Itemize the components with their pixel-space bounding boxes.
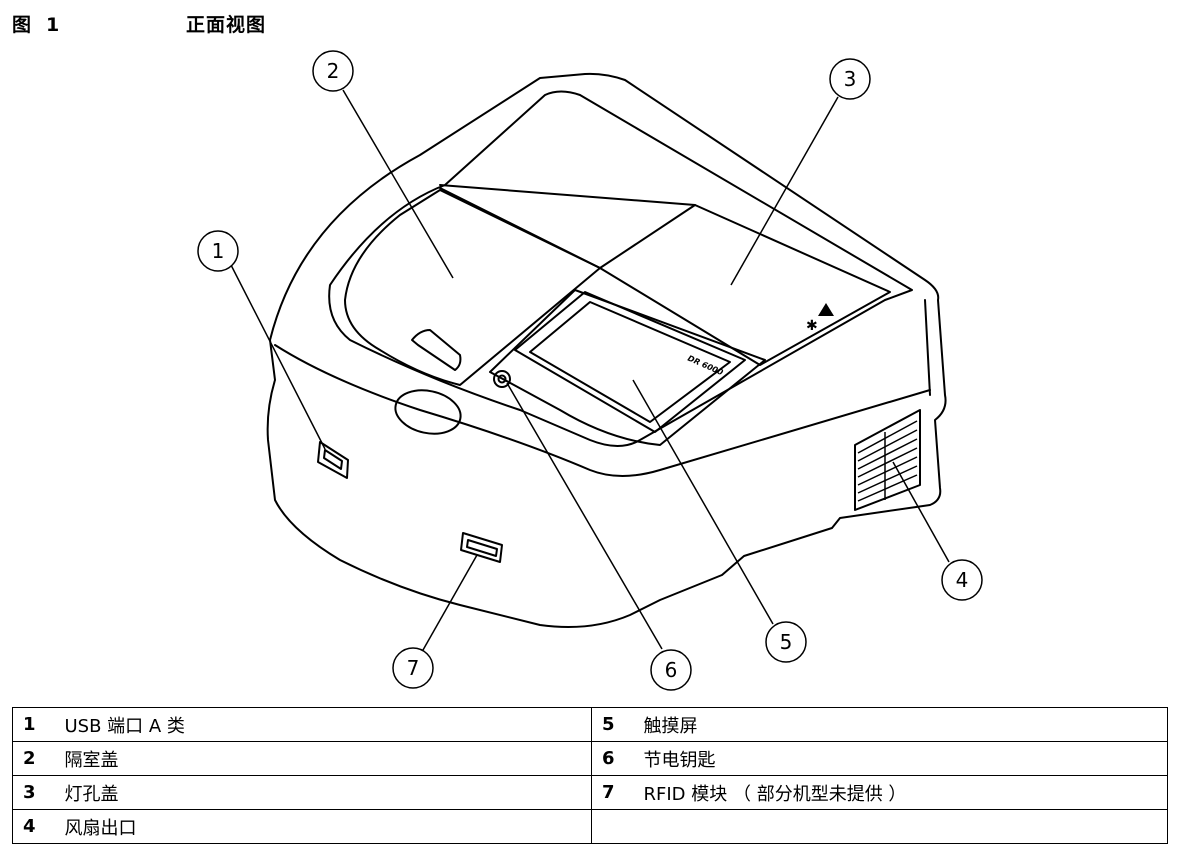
legend-number: 2 — [12, 741, 55, 776]
leader-lines — [230, 89, 950, 651]
leader-line-2 — [342, 89, 454, 279]
legend-text: 风扇出口 — [54, 809, 592, 844]
callout-number-2: 2 — [327, 59, 340, 83]
legend-number: 3 — [12, 775, 55, 810]
rfid-module-slot — [466, 539, 498, 557]
legend-row: 1 USB 端口 A 类 5 触摸屏 — [12, 707, 1168, 742]
callout-circle-5 — [765, 621, 807, 663]
legend-row: 3 灯孔盖 7 RFID 模块 （ 部分机型未提供 ） — [12, 775, 1168, 810]
right-side-edge — [924, 299, 931, 396]
leader-line-6 — [506, 382, 663, 650]
legend-text: RFID 模块 （ 部分机型未提供 ） — [633, 775, 1168, 810]
callout-number-6: 6 — [665, 658, 678, 682]
legend-number: 7 — [591, 775, 634, 810]
lamp-cover-symbols: ✱ — [806, 303, 834, 334]
leader-line-4 — [892, 461, 950, 563]
callout-circle-1 — [197, 230, 239, 272]
legend-empty-cell — [633, 809, 1168, 844]
asterisk-icon: ✱ — [806, 318, 818, 334]
usb-port — [317, 441, 349, 479]
leader-line-5 — [632, 379, 774, 625]
figure-number: 1 — [46, 14, 61, 36]
instrument-illustration: ✱ DR 6000 1 2 3 4 5 6 7 — [197, 50, 983, 691]
power-button-inner — [497, 374, 507, 384]
instrument-top-edge — [274, 344, 931, 477]
legend-empty-cell — [591, 809, 634, 844]
callout-circle-6 — [650, 649, 692, 691]
legend-text: 隔室盖 — [54, 741, 592, 776]
top-divider-line-2 — [439, 184, 696, 206]
instrument-body-outline — [266, 72, 947, 629]
rfid-module — [460, 532, 503, 563]
usb-port-slot — [323, 449, 343, 470]
power-button-outer — [493, 370, 511, 388]
legend-number: 4 — [12, 809, 55, 844]
callout-number-1: 1 — [212, 239, 225, 263]
touch-screen-bezel — [514, 291, 746, 433]
touch-screen-panel — [529, 301, 731, 423]
fan-vent — [854, 409, 921, 511]
callout-number-4: 4 — [956, 568, 969, 592]
legend-table: 1 USB 端口 A 类 5 触摸屏 2 隔室盖 6 节电钥匙 3 灯孔盖 7 … — [12, 707, 1168, 844]
callout-circle-4 — [941, 559, 983, 601]
callout-number-5: 5 — [780, 630, 793, 654]
front-oval-window — [394, 389, 462, 435]
callout-circle-3 — [829, 58, 871, 100]
top-panel-outline — [328, 90, 913, 447]
legend-text: 灯孔盖 — [54, 775, 592, 810]
legend-row: 2 隔室盖 6 节电钥匙 — [12, 741, 1168, 776]
legend-text: USB 端口 A 类 — [54, 707, 592, 742]
legend-number: 1 — [12, 707, 55, 742]
lamp-cover-outline — [599, 204, 891, 366]
legend-text: 节电钥匙 — [633, 741, 1168, 776]
leader-line-3 — [730, 96, 839, 286]
callout-circle-2 — [312, 50, 354, 92]
legend-number: 6 — [591, 741, 634, 776]
top-divider-line — [439, 187, 601, 269]
callout-number-7: 7 — [407, 656, 420, 680]
leader-line-7 — [422, 554, 478, 651]
warning-triangle-icon — [818, 303, 834, 316]
compartment-cover-handle — [411, 329, 462, 371]
touch-screen-ledge — [489, 289, 766, 446]
leader-line-1 — [230, 264, 326, 450]
legend-number: 5 — [591, 707, 634, 742]
compartment-cover-outline — [344, 189, 601, 386]
figure-label-word: 图 — [12, 14, 33, 36]
legend-row: 4 风扇出口 — [12, 809, 1168, 844]
figure-title: 正面视图 — [186, 14, 267, 36]
fan-vent-grille — [857, 420, 918, 502]
callout-circle-7 — [392, 647, 434, 689]
callout-number-3: 3 — [844, 67, 857, 91]
legend-text: 触摸屏 — [633, 707, 1168, 742]
